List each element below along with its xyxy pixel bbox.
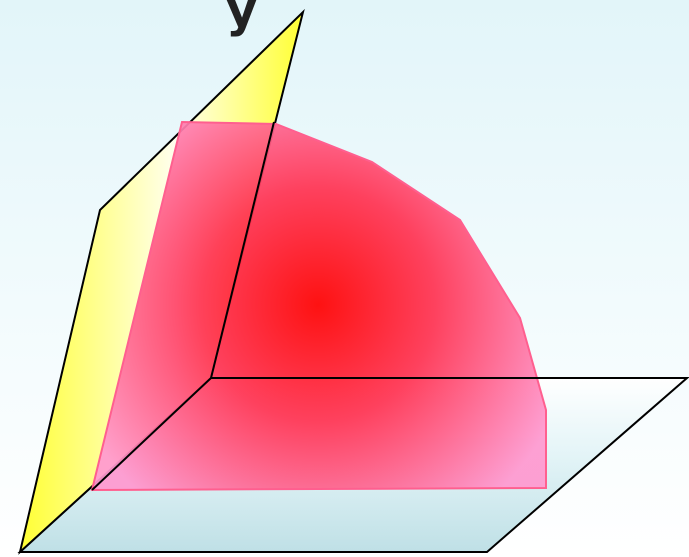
- dihedral-half-plane: [90, 120, 547, 492]
- vertical-edge-line: [210, 121, 275, 379]
- title-letter: y: [226, 0, 257, 38]
- base-diagonal-edge-line: [91, 377, 212, 491]
